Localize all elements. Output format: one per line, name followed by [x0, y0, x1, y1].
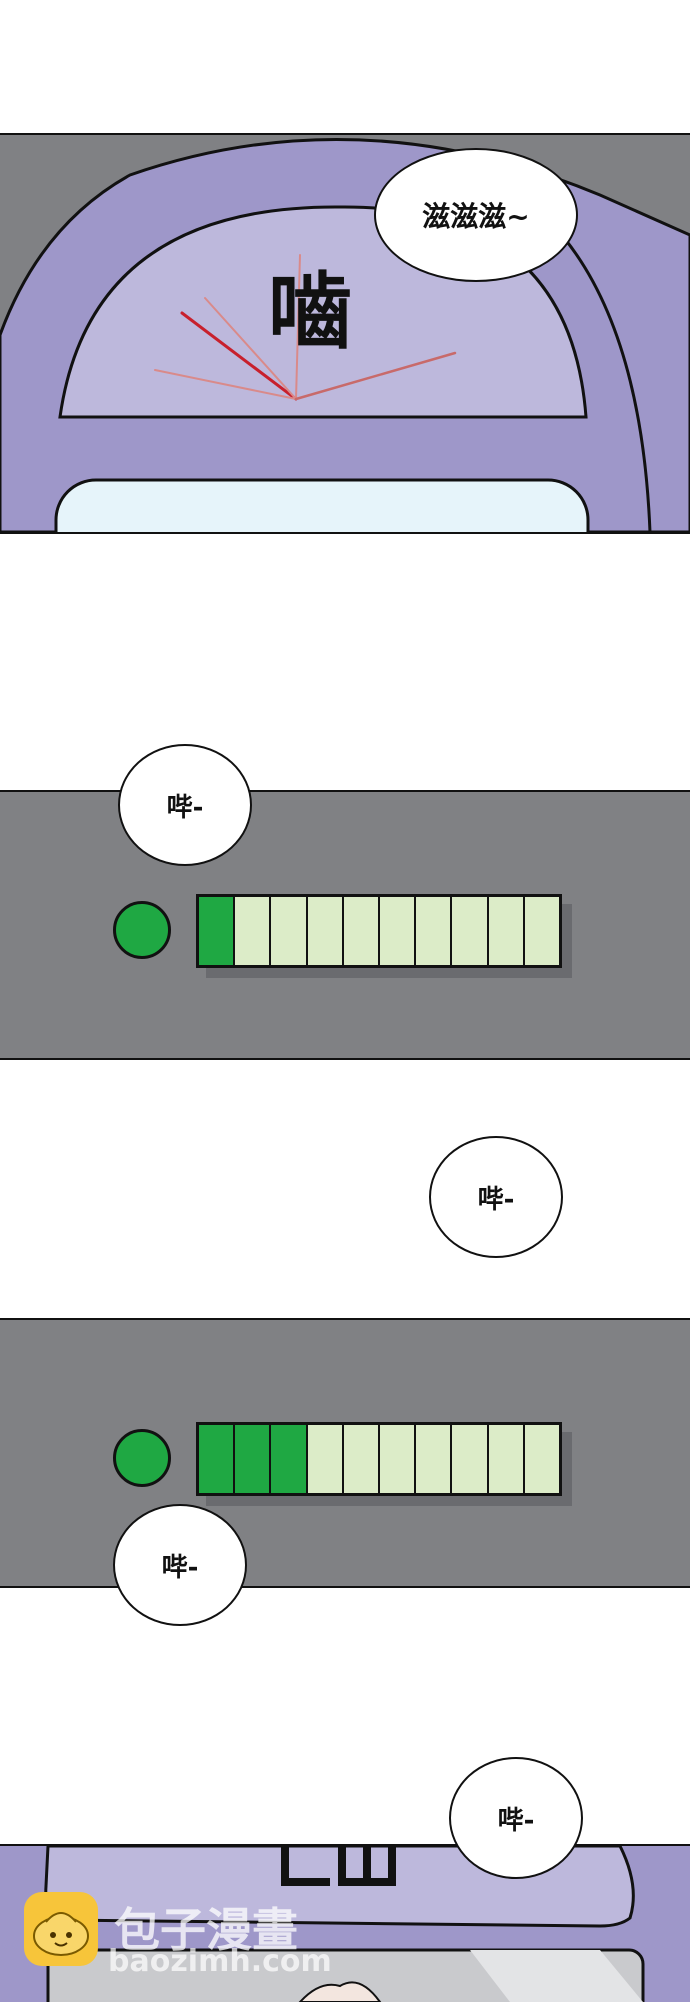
meter-segment-filled: [271, 1425, 308, 1493]
panel-meter-low: [0, 790, 690, 1060]
panel-device-bottom: [0, 1844, 690, 2002]
speech-bubble-beep-2: 哔-: [429, 1136, 563, 1258]
progress-bar: [196, 1422, 562, 1496]
meter-segment-filled: [199, 1425, 236, 1493]
meter-segment-empty: [343, 897, 381, 965]
spark-lines: [154, 254, 457, 401]
meter-segment-filled: [235, 1425, 272, 1493]
meter-segment-empty: [452, 897, 489, 965]
device-illustration-bottom: [44, 1846, 645, 2002]
watermark-url: baozimh.com: [108, 1944, 332, 1979]
meter-segment-empty: [271, 897, 308, 965]
meter-segment-empty: [488, 1425, 525, 1493]
panel-device-screen: 嚙 滋滋滋~: [0, 133, 690, 534]
meter-segment-empty: [380, 897, 417, 965]
meter-segment-empty: [380, 1425, 417, 1493]
meter-segment-empty: [488, 897, 525, 965]
charge-meter: [0, 1320, 690, 1586]
meter-segment-empty: [524, 1425, 560, 1493]
sfx-beep-text: 哔-: [166, 792, 204, 823]
meter-segment-empty: [452, 1425, 489, 1493]
meter-segment-empty: [416, 1425, 453, 1493]
meter-segment-empty: [343, 1425, 381, 1493]
meter-segment-empty: [416, 897, 453, 965]
screen-glyph: 嚙: [268, 263, 353, 361]
sfx-buzz-text: 滋滋滋~: [422, 200, 530, 233]
progress-bar: [196, 894, 562, 968]
speech-bubble-buzz: 滋滋滋~: [374, 148, 578, 282]
speech-bubble-beep-1: 哔-: [118, 744, 252, 866]
charge-meter: [0, 792, 690, 1058]
sfx-beep-text: 哔-: [477, 1184, 515, 1215]
sfx-beep-text: 哔-: [161, 1552, 199, 1583]
watermark-name: 包子漫畫: [114, 1903, 298, 1957]
sfx-beep-text: 哔-: [497, 1805, 535, 1836]
status-light-icon: [113, 1429, 171, 1487]
meter-segment-empty: [524, 897, 560, 965]
bun-face-drawing: [33, 1912, 89, 1956]
meter-segment-empty: [307, 897, 344, 965]
meter-segment-empty: [307, 1425, 344, 1493]
meter-segment-empty: [235, 897, 272, 965]
status-light-icon: [113, 901, 171, 959]
bun-face-icon: [24, 1892, 98, 1966]
speech-bubble-beep-4: 哔-: [449, 1757, 583, 1879]
panel-meter-mid: [0, 1318, 690, 1588]
speech-bubble-beep-3: 哔-: [113, 1504, 247, 1626]
meter-segment-filled: [199, 897, 236, 965]
